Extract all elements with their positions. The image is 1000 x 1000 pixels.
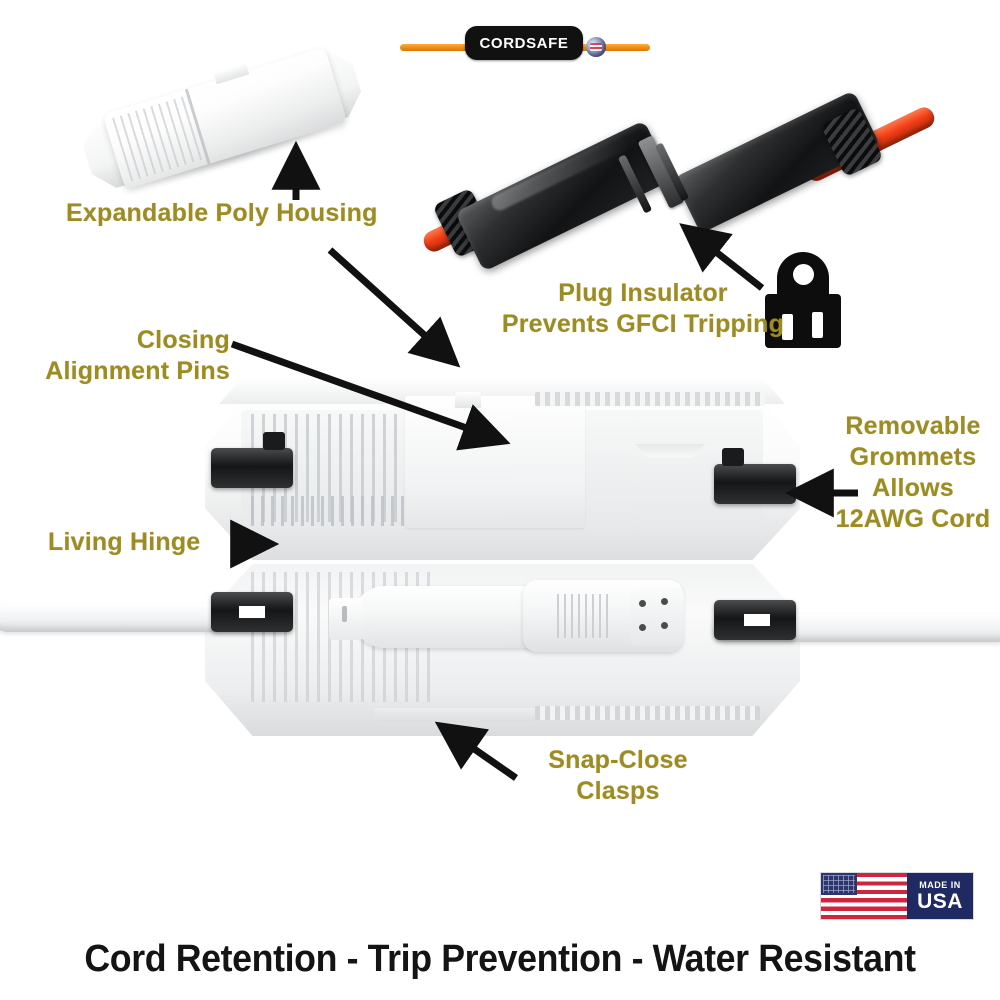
open-housing-upper-half-image (205, 370, 800, 570)
alignment-pin-panel (405, 396, 585, 528)
receptacle-pinhole (661, 598, 668, 605)
insulator-body (765, 294, 841, 348)
grommet-slot-left (239, 606, 265, 618)
callout-label-living-hinge: Living Hinge (48, 528, 201, 556)
cord-retention-clip (329, 598, 363, 640)
upper-clasp-teeth (535, 392, 765, 406)
alignment-pin-bump (455, 392, 481, 408)
receptacle-pinhole (661, 622, 668, 629)
lower-clasp-teeth (535, 706, 760, 720)
white-receptacle-face (630, 588, 684, 646)
snap-close-clasp-tabs (375, 708, 535, 722)
callout-label-closing-alignment-pins: Closing Alignment Pins (45, 326, 230, 385)
insulator-hole (793, 264, 814, 285)
receptacle-pinhole (639, 600, 646, 607)
upper-notch (635, 444, 705, 458)
logo-badge: CORDSAFE (465, 26, 583, 60)
grommet-pin-upper-left (263, 432, 285, 450)
grommet-upper-right (714, 464, 796, 504)
bottom-tagline: Cord Retention - Trip Prevention - Water… (84, 938, 916, 980)
insulator-slot-right (812, 312, 823, 338)
callout-label-snap-close-clasps: Snap-Close Clasps (548, 746, 688, 805)
logo-wordmark: CORDSAFE (479, 34, 569, 52)
made-in-label: MADE IN (919, 879, 961, 890)
open-housing-lower-half-image (0, 560, 1000, 760)
insulator-slot-left (782, 314, 793, 340)
white-receptacle-ribs (557, 594, 611, 638)
made-in-usa-text-block: MADE IN USA (907, 873, 973, 919)
plug-insulator-part-image (765, 252, 841, 348)
grommet-pin-upper-right (722, 448, 744, 466)
usa-flag-icon (821, 873, 907, 919)
receptacle-pinhole (639, 624, 646, 631)
grommet-upper-left (211, 448, 293, 488)
cordsafe-logo: CORDSAFE (400, 20, 650, 70)
callout-label-expandable-poly-housing: Expandable Poly Housing (66, 199, 378, 227)
usa-label: USA (917, 889, 963, 913)
connected-plugs-image (420, 90, 938, 290)
grommet-slot-right (744, 614, 770, 626)
callout-label-removable-grommets: Removable Grommets Allows 12AWG Cord (835, 412, 991, 533)
callout-label-plug-insulator: Plug Insulator Prevents GFCI Tripping (501, 279, 785, 338)
made-in-usa-badge: MADE IN USA (820, 872, 974, 920)
flag-canton (821, 873, 857, 895)
logo-flag-emblem-icon (586, 37, 606, 57)
